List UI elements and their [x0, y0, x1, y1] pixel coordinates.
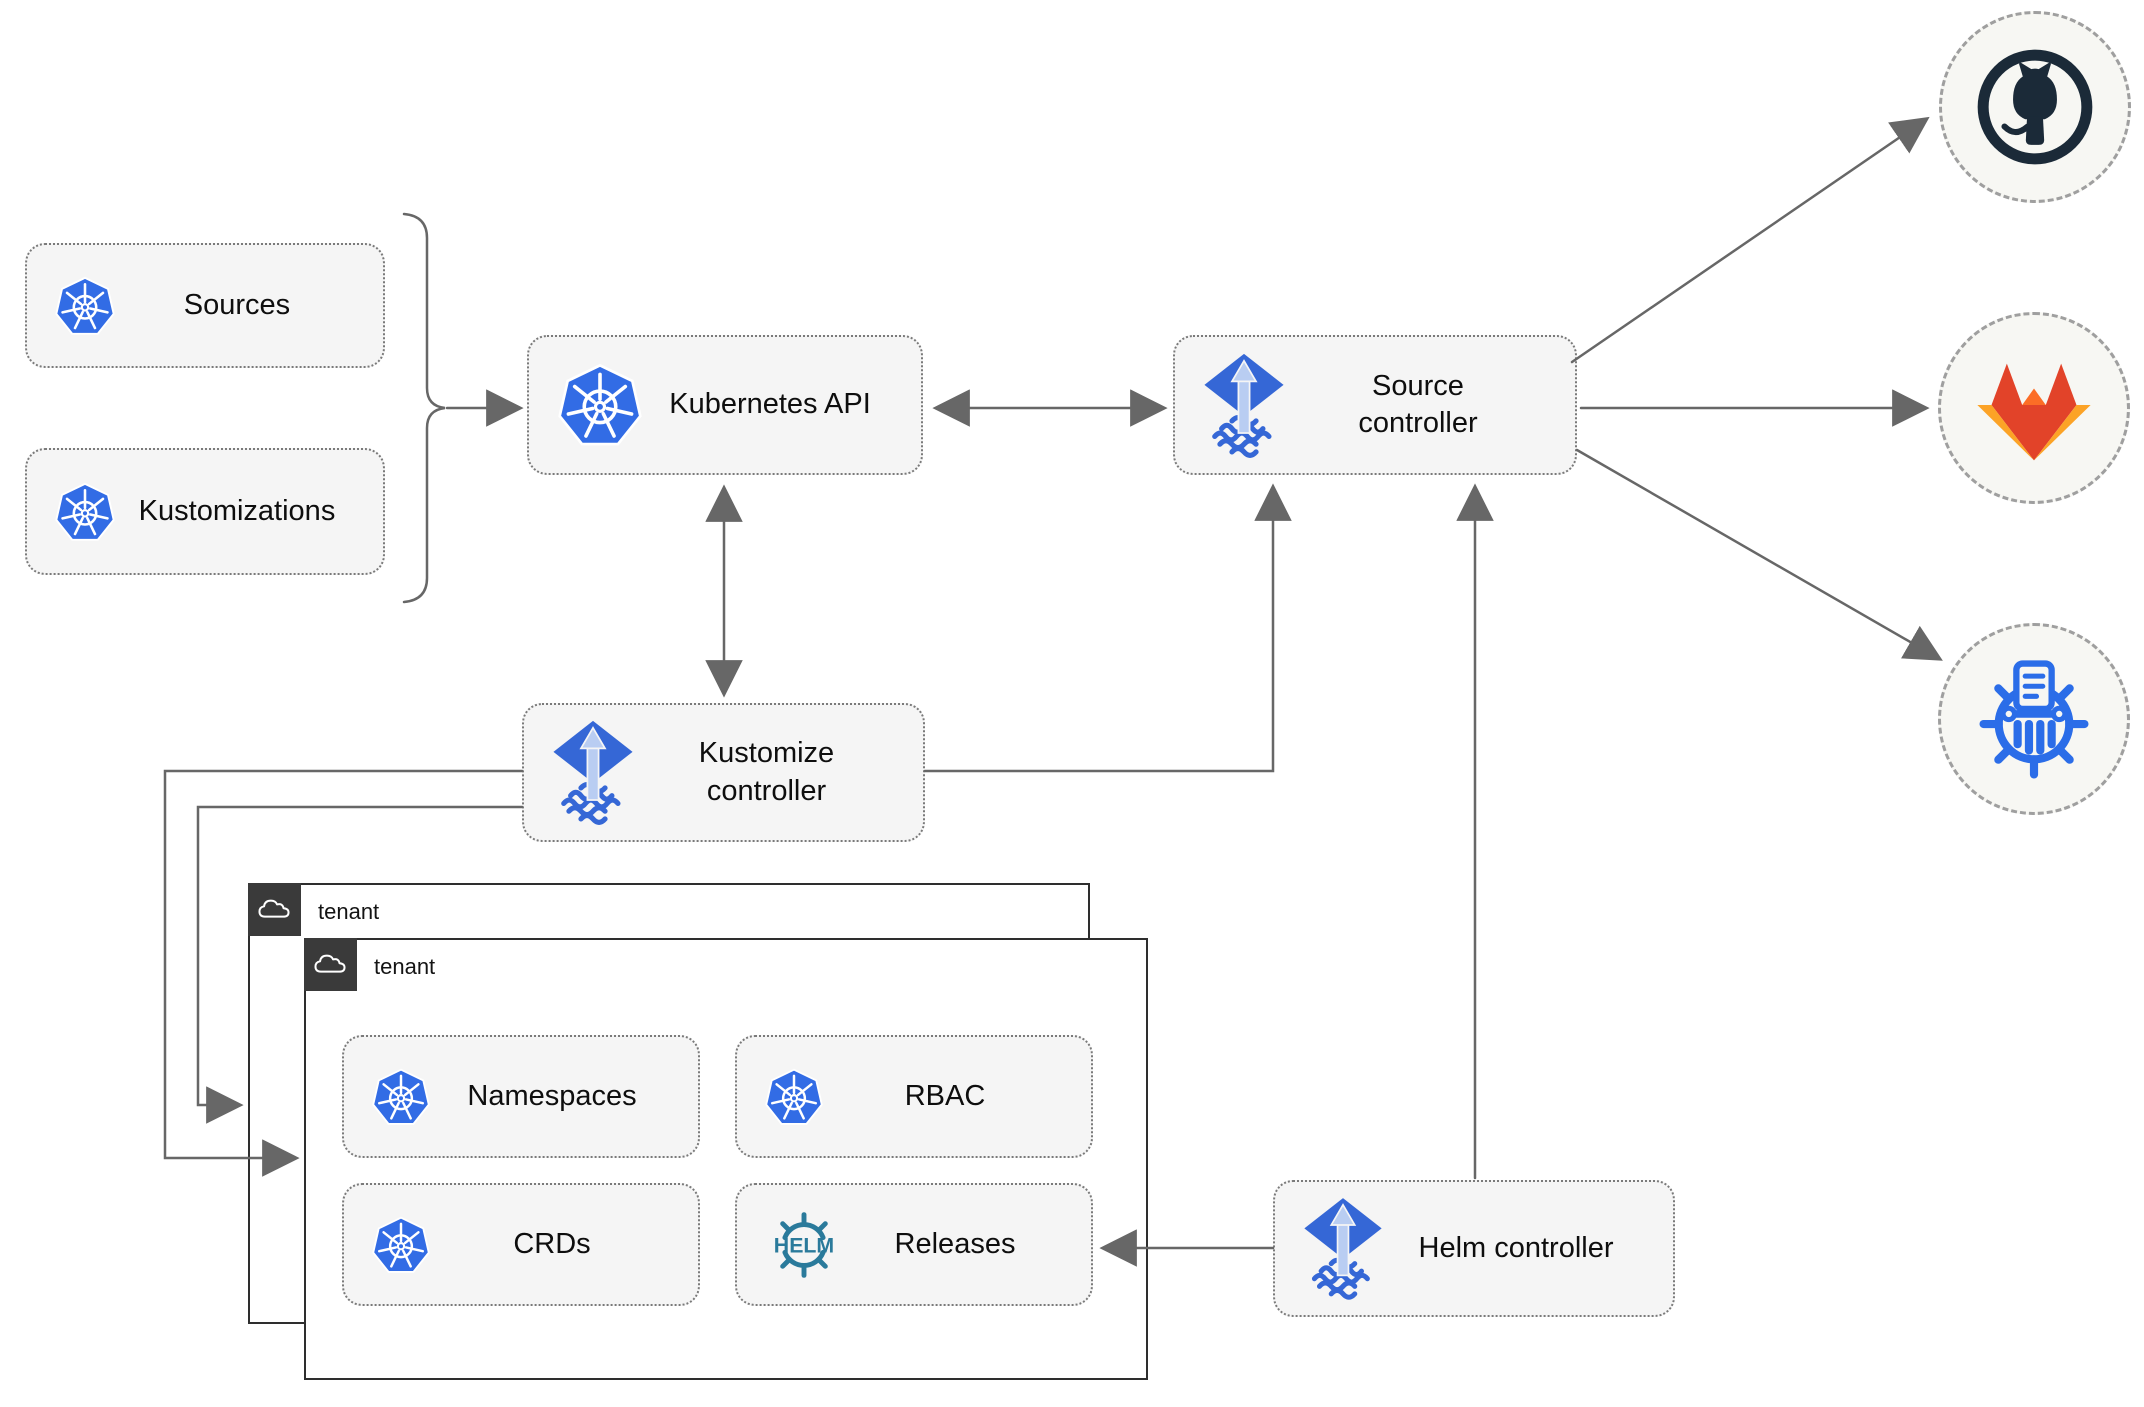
kustomize-controller-text: Kustomize controller [698, 737, 835, 807]
helm-controller-text: Helm controller [1418, 1231, 1614, 1264]
namespaces-box: Namespaces [342, 1035, 700, 1158]
kubernetes-api-label: Kubernetes API [669, 388, 871, 421]
kubernetes-icon [370, 1214, 432, 1276]
chartmuseum-circle [1938, 623, 2130, 815]
kubernetes-icon [53, 480, 117, 544]
gitlab-circle [1938, 312, 2130, 504]
kubernetes-api-box: Kubernetes API [527, 335, 923, 475]
kubernetes-icon [370, 1066, 432, 1128]
github-circle [1939, 11, 2131, 203]
sources-label: Sources [183, 288, 291, 321]
flux-icon [1301, 1196, 1385, 1301]
kustomize-controller-label: Kustomize controller [636, 735, 897, 809]
helm-controller-box: Helm controller [1273, 1180, 1675, 1317]
flux-icon [1201, 352, 1287, 459]
source-controller-text: Source controller [1358, 369, 1478, 439]
tenant-label: tenant [374, 954, 436, 979]
github-octocat-icon [1974, 46, 2096, 168]
releases-label: Releases [894, 1227, 1016, 1260]
source-controller-box: Source controller [1173, 335, 1577, 475]
rbac-box: RBAC [735, 1035, 1093, 1158]
tenant-header-tab [303, 937, 357, 991]
kustomize-controller-box: Kustomize controller [522, 703, 925, 842]
chartmuseum-wheel-icon [1971, 656, 2097, 782]
crds-label: CRDs [513, 1227, 591, 1260]
tenant-header-tab [247, 882, 301, 936]
tenant-box-front: tenant [303, 937, 1148, 1380]
tenant-label: tenant [318, 899, 380, 924]
sources-box: Sources [25, 243, 385, 368]
flux-icon [550, 719, 636, 826]
kustomizations-label: Kustomizations [138, 494, 336, 527]
arrow-source-to-chartmuseum [1575, 448, 1943, 661]
kubernetes-icon [763, 1066, 825, 1128]
kustomizations-box: Kustomizations [25, 448, 385, 575]
crds-box: CRDs [342, 1183, 700, 1306]
cloud-icon [313, 951, 347, 977]
gitlab-tanuki-icon [1975, 354, 2093, 463]
helm-controller-label: Helm controller [1385, 1230, 1647, 1267]
releases-box: Releases [735, 1183, 1093, 1306]
brace-sources-group [402, 212, 446, 604]
source-controller-label: Source controller [1287, 368, 1549, 442]
namespaces-label: Namespaces [467, 1079, 637, 1112]
arrow-kustomize-to-source-controller [923, 483, 1292, 773]
cloud-icon [257, 896, 291, 922]
arrow-source-to-github [1570, 116, 1930, 364]
kubernetes-icon [53, 274, 117, 338]
rbac-label: RBAC [904, 1079, 986, 1112]
helm-icon [763, 1204, 845, 1286]
kubernetes-icon [555, 360, 645, 450]
